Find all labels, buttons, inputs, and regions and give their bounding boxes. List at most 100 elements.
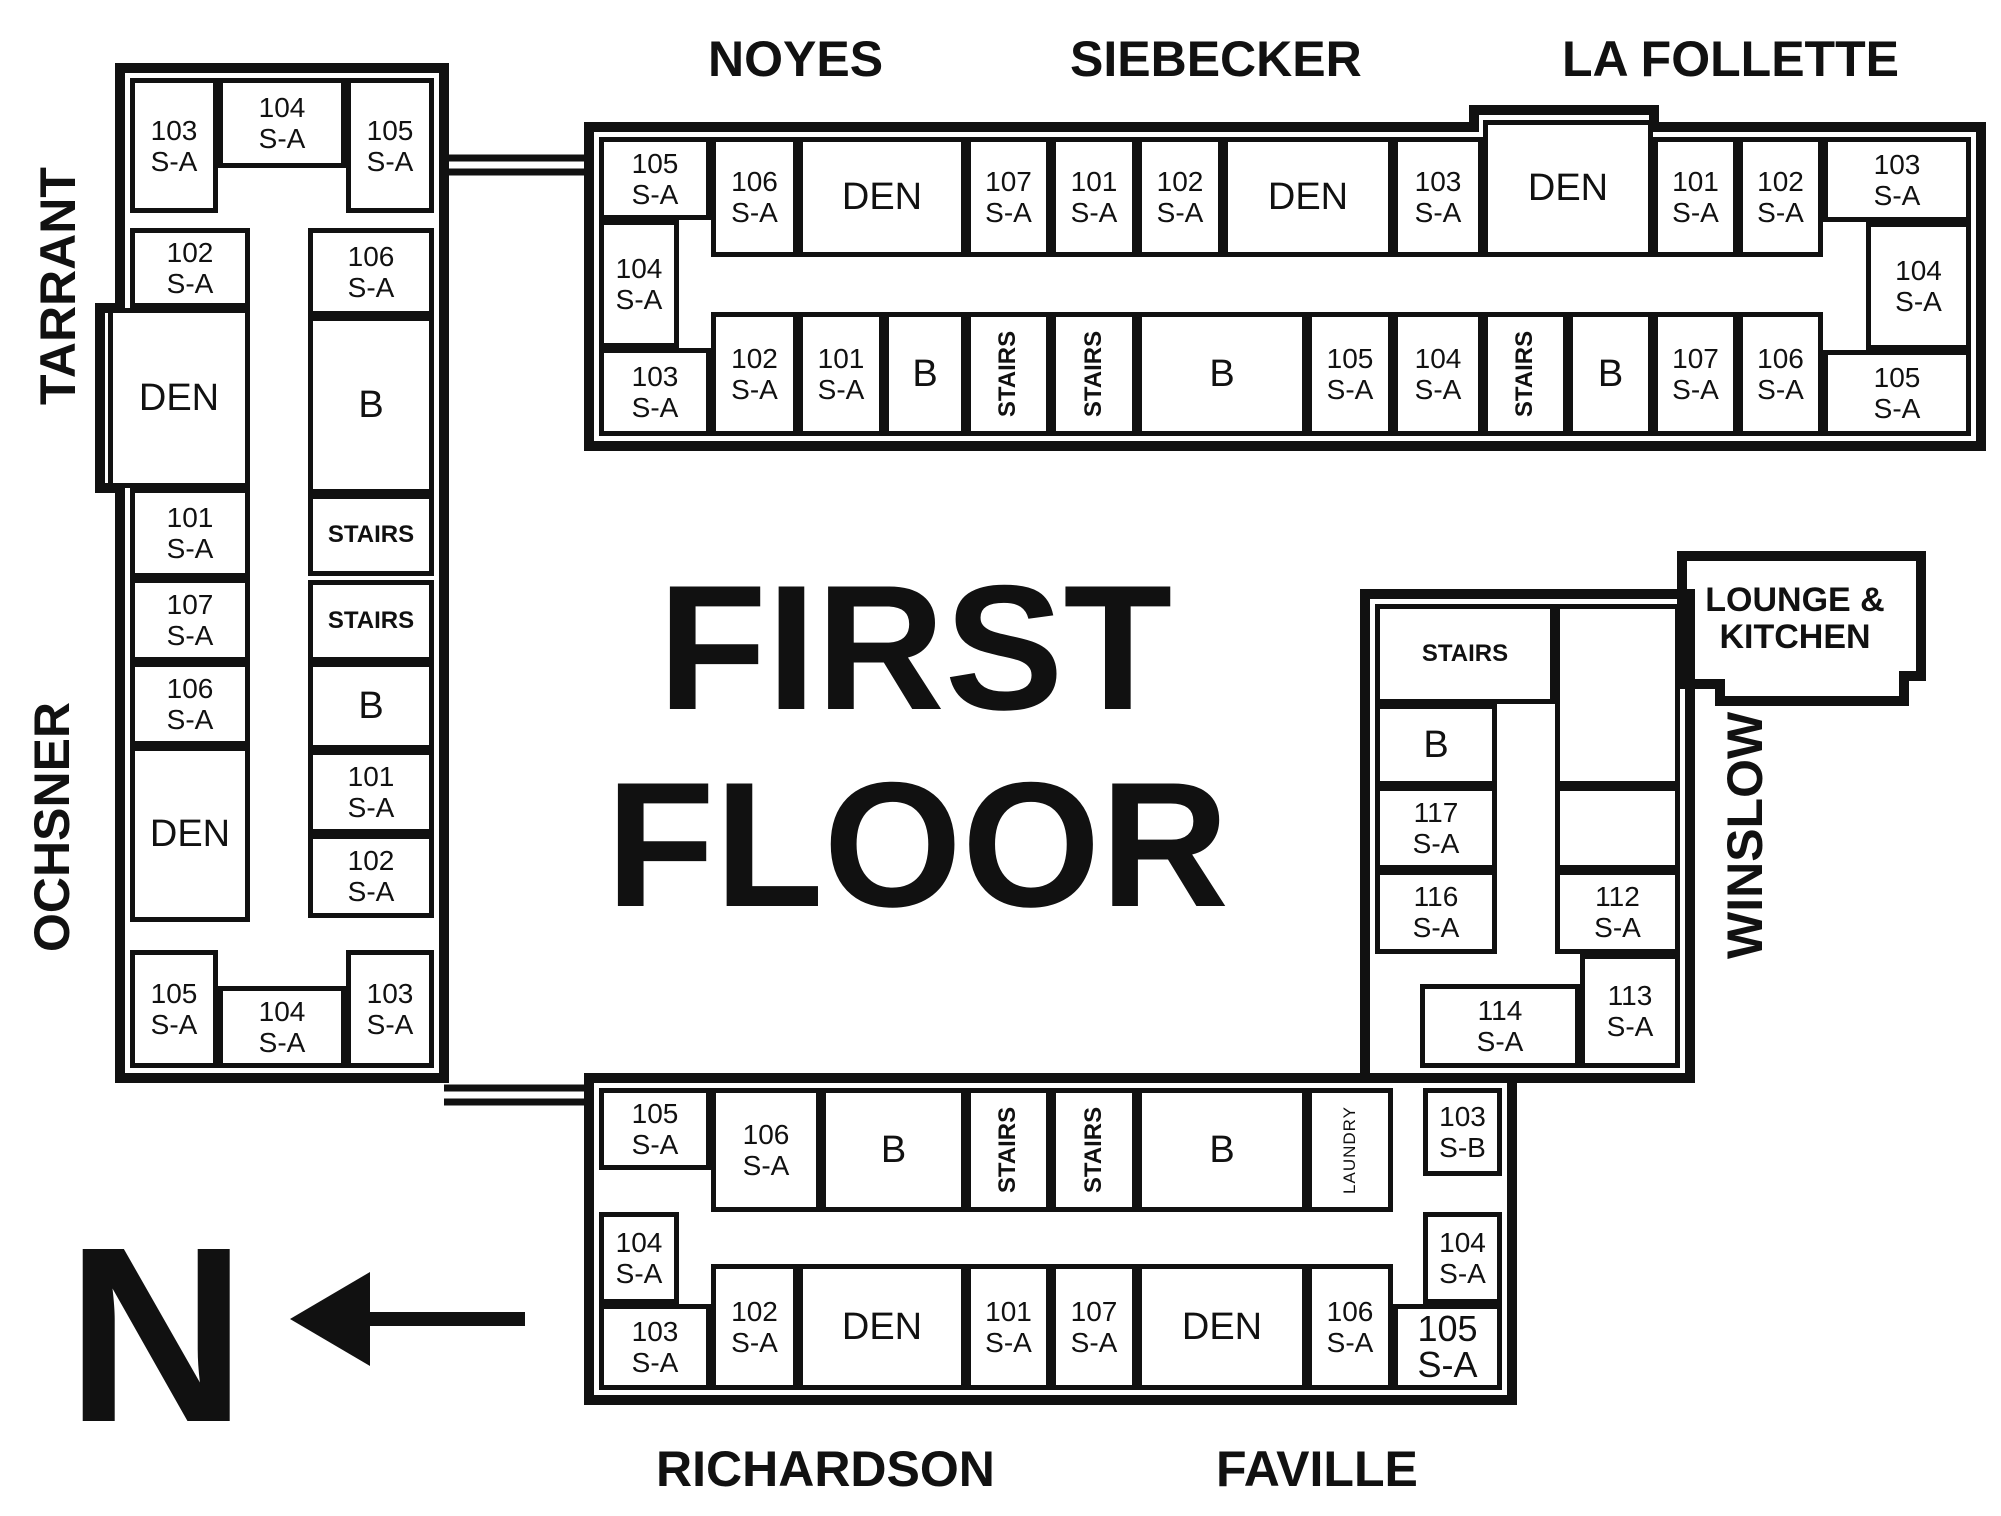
- room: 104 S-A: [599, 220, 679, 348]
- room-label: B: [1209, 352, 1235, 395]
- room-label: STAIRS: [1080, 330, 1108, 418]
- room: DEN: [130, 746, 250, 922]
- room-label: 112 S-A: [1594, 881, 1641, 943]
- room-label: 113 S-A: [1606, 980, 1654, 1042]
- room-label: 106 S-A: [166, 673, 214, 735]
- room-label: 102 S-A: [731, 343, 778, 405]
- room-label: B: [1597, 352, 1624, 395]
- room-label: B: [880, 1128, 907, 1171]
- room: 105 S-A: [130, 950, 218, 1068]
- hall-label-tarrant: TARRANT: [30, 167, 86, 405]
- room-label: 103 S-A: [150, 114, 198, 177]
- room-label: B: [1209, 1128, 1235, 1171]
- room-label: DEN: [1527, 167, 1609, 209]
- room-label: 104 S-A: [1439, 1227, 1486, 1289]
- room-label: 105 S-A: [1326, 343, 1374, 405]
- room: 103 S-A: [130, 78, 218, 213]
- room-label: 103 S-A: [1414, 166, 1462, 228]
- room-label: STAIRS: [1080, 1106, 1108, 1194]
- room: 103 S-A: [1823, 137, 1971, 222]
- room-label: 107 S-A: [1070, 1296, 1118, 1358]
- hall-label-winslow: WINSLOW: [1717, 711, 1773, 959]
- room: 102 S-A: [711, 1264, 798, 1390]
- room: STAIRS: [1375, 604, 1555, 704]
- room: 102 S-A: [130, 228, 250, 308]
- room: 112 S-A: [1555, 870, 1680, 954]
- lounge-outline: [1677, 551, 1926, 706]
- room: B: [884, 312, 966, 436]
- room-label: 101 S-A: [985, 1296, 1032, 1358]
- room-label: STAIRS: [1511, 330, 1539, 418]
- room: 103 S-A: [599, 1304, 711, 1390]
- room: 114 S-A: [1420, 984, 1580, 1068]
- room: B: [1137, 1088, 1307, 1212]
- room: DEN: [1223, 137, 1393, 257]
- room-label: 102 S-A: [1156, 166, 1204, 228]
- room-label: B: [358, 684, 384, 727]
- room-label: 103 S-A: [631, 361, 679, 423]
- room: LAUNDRY: [1307, 1088, 1393, 1212]
- room: 101 S-A: [308, 750, 434, 834]
- room-label: 104 S-A: [615, 1227, 663, 1289]
- room: 106 S-A: [130, 662, 250, 746]
- room-label: 102 S-A: [166, 237, 214, 299]
- room: B: [1375, 704, 1497, 786]
- room-label: 103 S-A: [631, 1316, 679, 1378]
- room: DEN: [798, 1264, 966, 1390]
- room: 105 S-A: [599, 1088, 711, 1170]
- room-label: LAUNDRY: [1340, 1106, 1359, 1194]
- room: STAIRS: [1051, 312, 1137, 436]
- room: 106 S-A: [308, 228, 434, 316]
- bottom-wing-outline: [584, 1073, 1517, 1405]
- room: 106 S-A: [711, 137, 798, 257]
- room: 117 S-A: [1375, 786, 1497, 870]
- room: 104 S-A: [1393, 312, 1483, 436]
- room: DEN: [108, 308, 250, 488]
- room-label: 114 S-A: [1476, 995, 1524, 1057]
- room: 116 S-A: [1375, 870, 1497, 954]
- room-label: 101 S-A: [1672, 166, 1719, 228]
- room-label: 106 S-A: [347, 241, 395, 303]
- room-label: 102 S-A: [347, 845, 395, 907]
- room: 106 S-A: [711, 1088, 821, 1212]
- room-label: 106 S-A: [1326, 1296, 1374, 1358]
- room-label: 104 S-A: [1414, 343, 1462, 405]
- room: 102 S-A: [1738, 137, 1823, 257]
- room-label: 103 S-A: [366, 978, 414, 1040]
- room-label: 105 S-A: [631, 1098, 679, 1160]
- room-label: STAIRS: [994, 1106, 1022, 1194]
- room-label: 102 S-A: [731, 1296, 778, 1358]
- room-label: STAIRS: [327, 521, 415, 548]
- room: STAIRS: [966, 312, 1051, 436]
- room: 104 S-A: [218, 986, 346, 1068]
- room: 104 S-A: [1866, 222, 1971, 350]
- room: 104 S-A: [1423, 1212, 1502, 1304]
- room-label: 117 S-A: [1412, 797, 1460, 859]
- room: STAIRS: [966, 1088, 1051, 1212]
- room-label: 104 S-A: [258, 92, 306, 154]
- room-label: DEN: [841, 175, 923, 218]
- room: 103 S-B: [1423, 1088, 1502, 1176]
- room-label: 101 S-A: [817, 343, 865, 405]
- winslow-outline: [1360, 589, 1695, 1083]
- room: 105 S-A: [346, 78, 434, 213]
- room-label: 101 S-A: [347, 761, 395, 823]
- room: DEN: [798, 137, 966, 257]
- room: STAIRS: [1051, 1088, 1137, 1212]
- room-label: 107 S-A: [985, 166, 1032, 228]
- room: 101 S-A: [798, 312, 884, 436]
- room: B: [821, 1088, 966, 1212]
- room: STAIRS: [1483, 312, 1568, 436]
- room: 105 S-A: [1393, 1304, 1502, 1390]
- room-label: 103 S-B: [1439, 1101, 1486, 1163]
- room-label: STAIRS: [1421, 640, 1509, 667]
- floor-title-line-2: FLOOR: [606, 745, 1229, 944]
- room: 103 S-A: [599, 348, 711, 436]
- hall-label-richardson: RICHARDSON: [656, 1441, 995, 1497]
- room: 101 S-A: [1051, 137, 1137, 257]
- room: DEN: [1137, 1264, 1307, 1390]
- room-label: 101 S-A: [166, 502, 214, 564]
- room-label: DEN: [149, 812, 231, 855]
- room-label: 116 S-A: [1412, 881, 1460, 943]
- room: 107 S-A: [966, 137, 1051, 257]
